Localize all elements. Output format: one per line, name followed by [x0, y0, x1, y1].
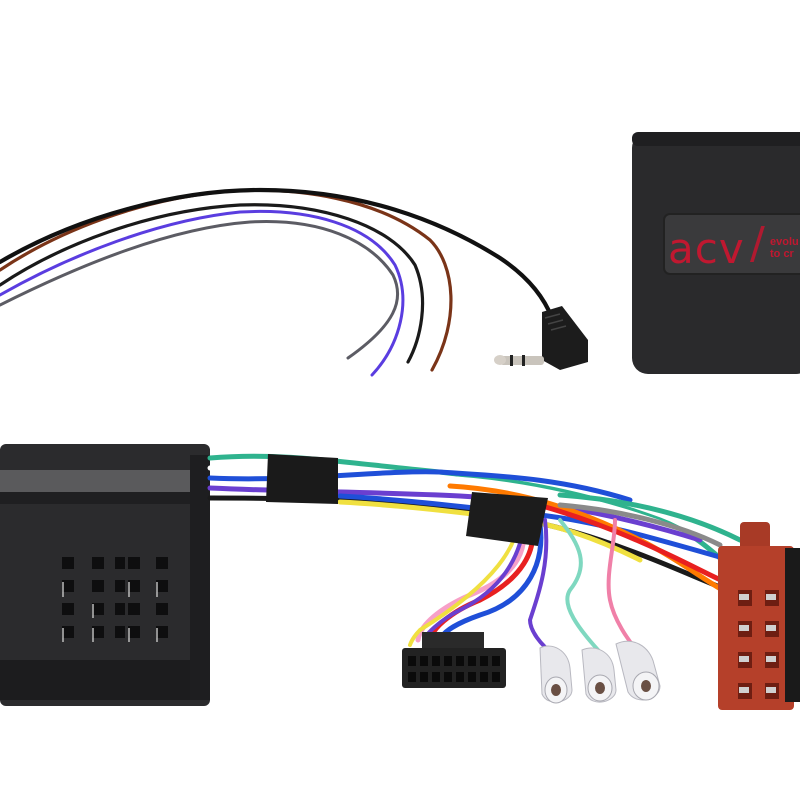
interface-box — [632, 132, 800, 374]
loose-wire-bundle — [0, 187, 555, 377]
tagline-line-2: to cr — [770, 248, 794, 260]
radio-plug-connector — [402, 632, 506, 688]
audio-jack-plug — [494, 306, 588, 370]
iso-connector-black — [785, 548, 800, 702]
spade-terminals — [539, 640, 661, 704]
brand-slash: / — [750, 218, 765, 269]
brand-logo: acv — [668, 224, 745, 273]
iso-connector-red — [718, 522, 794, 710]
brand-tagline: evolu to cr — [770, 236, 799, 260]
quadlock-connector — [0, 444, 210, 706]
tagline-line-1: evolu — [770, 236, 799, 248]
tape-wraps — [266, 454, 548, 546]
